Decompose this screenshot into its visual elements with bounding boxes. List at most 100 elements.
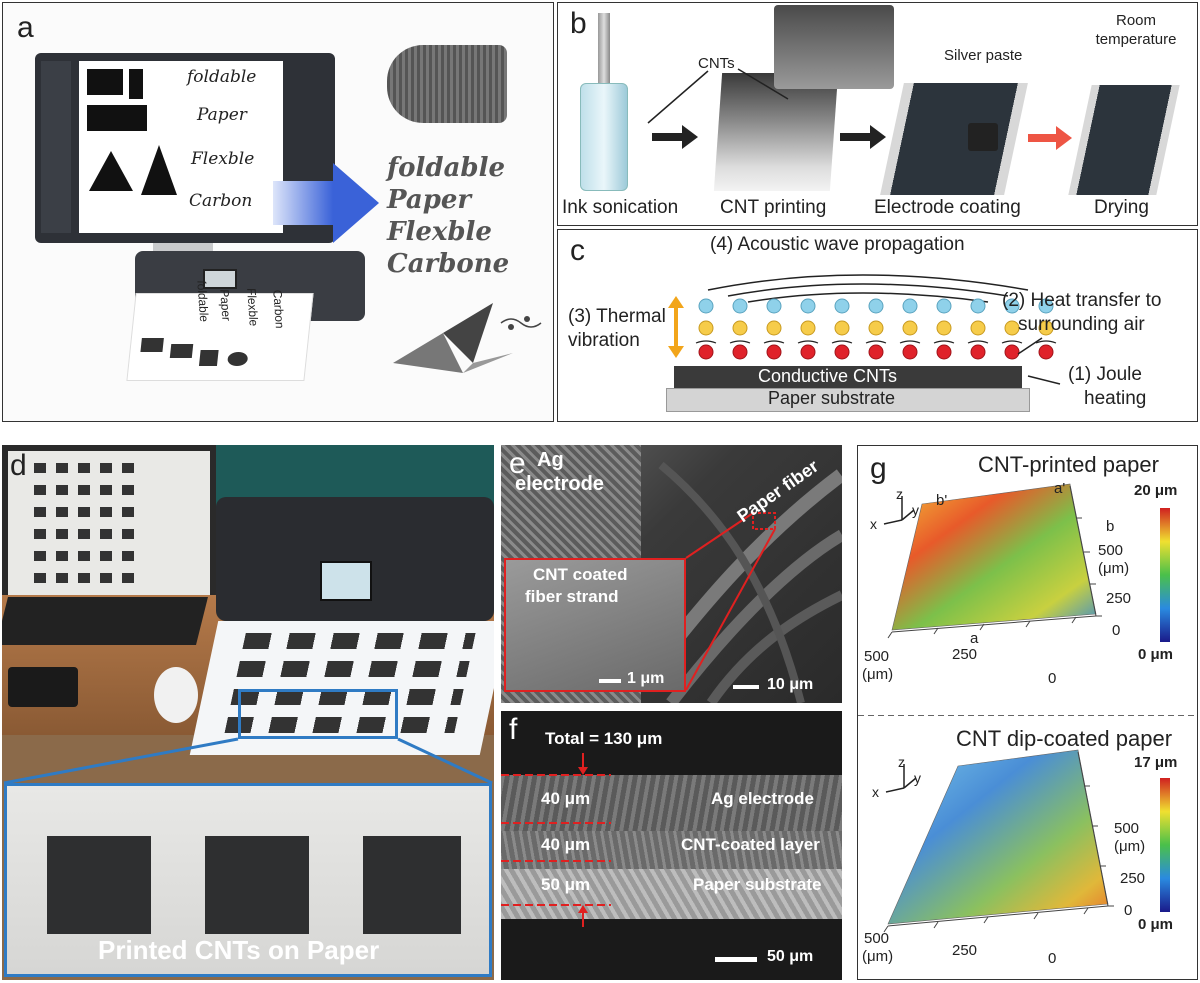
g-top-surface-plane <box>892 484 1096 630</box>
printed-shape-4 <box>227 352 248 366</box>
screen-word-3: Flexble <box>191 149 254 169</box>
g-top-axis-z: z <box>896 486 903 502</box>
panel-g-label: g <box>870 452 887 486</box>
g-top-rtick-3: 250 <box>1106 590 1131 607</box>
panel-g: g CNT-printed paper <box>857 445 1198 980</box>
step-arrow-1 <box>652 133 684 141</box>
sonication-probe <box>598 13 610 83</box>
layer2-thickness: 40 μm <box>541 835 590 855</box>
red-step-arrow-head <box>1056 126 1072 150</box>
step-label-2: CNT printing <box>720 197 826 219</box>
screen-word-4: Carbon <box>189 191 252 211</box>
panel-d-label: d <box>10 449 27 483</box>
g-top-btick-4: 0 <box>1048 670 1056 687</box>
printed-shape-2 <box>170 344 193 358</box>
monitor-sidebar <box>41 61 71 233</box>
rolled-paper <box>387 45 507 123</box>
paper-crane-illustration <box>383 293 543 393</box>
annot-room-temp: Room temperature <box>1090 11 1182 49</box>
layer3-name: Paper substrate <box>693 875 822 895</box>
printed-word-3: Flexble <box>244 287 261 328</box>
f-scale-label: 50 μm <box>767 948 813 966</box>
air-molecules-red <box>699 345 1053 359</box>
panel-d: Printed CNTs on Paper d <box>2 445 494 980</box>
ag-label-1: Ag <box>537 449 564 472</box>
panel-e-label: e <box>509 447 526 481</box>
screen-word-2: Paper <box>197 105 247 125</box>
screen-shape-rect-2 <box>129 69 143 99</box>
panel-b-label: b <box>570 7 587 41</box>
g-top-rtick-4: 0 <box>1112 622 1120 639</box>
air-molecules-yellow <box>699 321 1053 335</box>
thermal-label-1: (3) Thermal <box>568 306 666 328</box>
output-word-4: Carbone <box>387 249 509 279</box>
g-top-mark-a-prime: a' <box>1054 480 1065 497</box>
printed-word-2: Paper <box>217 288 233 322</box>
g-bottom-axis-y: y <box>914 770 921 786</box>
inset-label-1: CNT coated <box>533 565 627 585</box>
annot-silver-paste: Silver paste <box>944 47 1022 64</box>
total-thickness: Total = 130 μm <box>545 729 662 749</box>
cnt-square-2 <box>205 836 309 934</box>
main-scale-bar <box>733 685 759 689</box>
g-top-colorbar <box>1160 508 1170 642</box>
step-label-3: Electrode coating <box>874 197 1021 219</box>
step-label-4: Drying <box>1094 197 1149 219</box>
red-step-arrow <box>1028 134 1058 142</box>
g-bottom-rtick-2: (μm) <box>1114 838 1145 855</box>
g-bottom-btick-4: 0 <box>1048 950 1056 967</box>
joule-label-1: (1) Joule <box>1068 364 1142 386</box>
g-top-axis-y: y <box>912 502 919 518</box>
air-molecules-blue <box>699 299 1053 313</box>
g-top-mark-b: b <box>1106 518 1114 535</box>
g-bottom-colorbar <box>1160 778 1170 912</box>
g-top-btick-3: 250 <box>952 646 977 663</box>
output-word-3: Flexble <box>387 217 492 247</box>
g-bottom-rtick-1: 500 <box>1114 820 1139 837</box>
panel-b: b CNTs Silver paste Room temperature Ink… <box>557 2 1198 226</box>
screen-shape-rect-1 <box>87 69 123 95</box>
panel-f: Total = 130 μm 40 μm Ag electrode 40 μm … <box>501 711 842 980</box>
g-top-mark-a: a <box>970 630 978 647</box>
screen-shape-triangle <box>89 151 133 191</box>
g-top-btick-2: (μm) <box>862 666 893 683</box>
g-top-rtick-1: 500 <box>1098 542 1123 559</box>
paper-substrate-label: Paper substrate <box>768 388 895 409</box>
step-label-1: Ink sonication <box>562 197 678 219</box>
blue-arrow-head <box>333 163 379 243</box>
screen-shape-rect-3 <box>87 105 147 131</box>
g-top-cbar-min: 0 μm <box>1138 646 1173 663</box>
g-top-mark-b-prime: b' <box>936 492 947 509</box>
heat-label-2: surrounding air <box>1018 314 1145 336</box>
layer1-name: Ag electrode <box>711 789 814 809</box>
g-bottom-btick-3: 250 <box>952 942 977 959</box>
g-bottom-axis-x: x <box>872 784 879 800</box>
drying-sheet <box>1068 85 1179 195</box>
printed-shape-3 <box>199 350 219 366</box>
g-bottom-cbar-min: 0 μm <box>1138 916 1173 933</box>
printed-sheet: foldable Paper Flexble Carbon <box>126 293 313 381</box>
cnt-square-1 <box>47 836 151 934</box>
screen-shape-cone <box>141 145 177 195</box>
panel-e: CNT coated fiber strand 1 μm 10 μm Ag el… <box>501 445 842 703</box>
step-arrow-2 <box>840 133 872 141</box>
main-scale-label: 10 μm <box>767 676 813 694</box>
g-bottom-axis-z: z <box>898 754 905 770</box>
output-word-2: Paper <box>387 185 471 215</box>
g-bottom-rtick-4: 0 <box>1124 902 1132 919</box>
blue-arrow <box>273 181 333 225</box>
g-bottom-rtick-3: 250 <box>1120 870 1145 887</box>
screen-word-1: foldable <box>187 67 256 87</box>
cnt-square-3 <box>363 836 461 934</box>
printed-shape-1 <box>140 338 163 352</box>
printed-cnts-caption: Printed CNTs on Paper <box>98 935 379 966</box>
monitor-document: foldable Paper Flexble Carbon <box>79 61 283 233</box>
thermal-double-arrow <box>668 296 684 358</box>
inset-label-2: fiber strand <box>525 587 619 607</box>
panel-c: c (4) Acoustic wave propagation Conducti… <box>557 229 1198 422</box>
g-top-axis-x: x <box>870 516 877 532</box>
g-bottom-cbar-max: 17 μm <box>1134 754 1177 771</box>
conductive-cnt-label: Conductive CNTs <box>758 366 897 387</box>
panel-a: a foldable Paper Flexble Carbon foldable… <box>2 2 554 422</box>
g-top-btick-1: 500 <box>864 648 889 665</box>
